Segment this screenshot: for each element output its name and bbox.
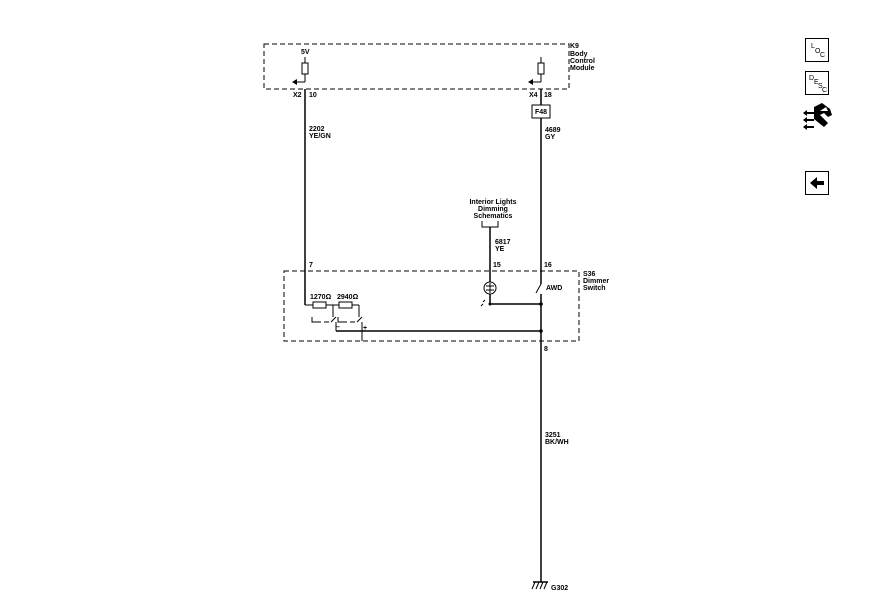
switch-name-line-1: Dimmer xyxy=(583,278,609,285)
awd-switch-contact xyxy=(535,283,542,294)
bcm-left-arrow xyxy=(292,79,297,85)
wire-3251-number: 3251 xyxy=(545,432,561,439)
switch-pin-8: 8 xyxy=(544,346,548,353)
switch-plus: + xyxy=(363,325,367,332)
wire-4689-color: GY xyxy=(545,134,555,141)
back-arrow-icon xyxy=(810,177,824,189)
wire-4689-number: 4689 xyxy=(545,127,561,134)
loc-button[interactable]: L O C xyxy=(805,38,829,62)
ground-label: G302 xyxy=(551,585,568,592)
switch-code: S36 xyxy=(583,271,596,278)
fuse-label: F48 xyxy=(535,109,547,116)
resistor-2940-label: 2940Ω xyxy=(337,294,359,301)
ref-line-1: Interior Lights xyxy=(469,199,516,206)
wire-2202-number: 2202 xyxy=(309,126,325,133)
ref-line-3: Schematics xyxy=(474,213,513,220)
resistor-1270 xyxy=(312,301,327,309)
desc-button[interactable]: D E S C xyxy=(805,71,829,95)
switch-pin-16: 16 xyxy=(544,262,552,269)
switch-pin-7: 7 xyxy=(309,262,313,269)
awd-label: AWD xyxy=(546,285,562,292)
wire-2202-color: YE/GN xyxy=(309,133,331,140)
connector-hand-icon[interactable] xyxy=(802,101,834,133)
bcm-right-pin: 18 xyxy=(544,92,552,99)
bcm-name-line-3: Module xyxy=(570,65,595,72)
bcm-right-arrow xyxy=(528,79,533,85)
bcm-left-connector: X2 xyxy=(293,92,302,99)
bcm-5v-label: 5V xyxy=(301,49,310,56)
dimmer-switch-box xyxy=(283,270,580,342)
ref-bracket xyxy=(481,221,499,228)
ref-line-2: Dimming xyxy=(478,206,508,213)
bcm-code: K9 xyxy=(570,43,579,50)
wire-3251-color: BK/WH xyxy=(545,439,569,446)
bcm-left-pin: 10 xyxy=(309,92,317,99)
wire-6817-number: 6817 xyxy=(495,239,511,246)
switch-minus: – xyxy=(336,324,340,331)
wire-6817-color: YE xyxy=(495,246,505,253)
bcm-right-connector: X4 xyxy=(529,92,538,99)
bcm-name-line-2: Control xyxy=(570,58,595,65)
resistor-2940 xyxy=(338,301,353,309)
back-button[interactable] xyxy=(805,171,829,195)
bcm-module-box xyxy=(263,43,570,90)
switch-pin-15: 15 xyxy=(493,262,501,269)
bcm-right-resistor xyxy=(537,62,545,75)
bcm-name-line-1: Body xyxy=(570,51,588,58)
switch-name-line-2: Switch xyxy=(583,285,606,292)
resistor-1270-label: 1270Ω xyxy=(310,294,332,301)
bcm-left-resistor xyxy=(301,62,309,75)
